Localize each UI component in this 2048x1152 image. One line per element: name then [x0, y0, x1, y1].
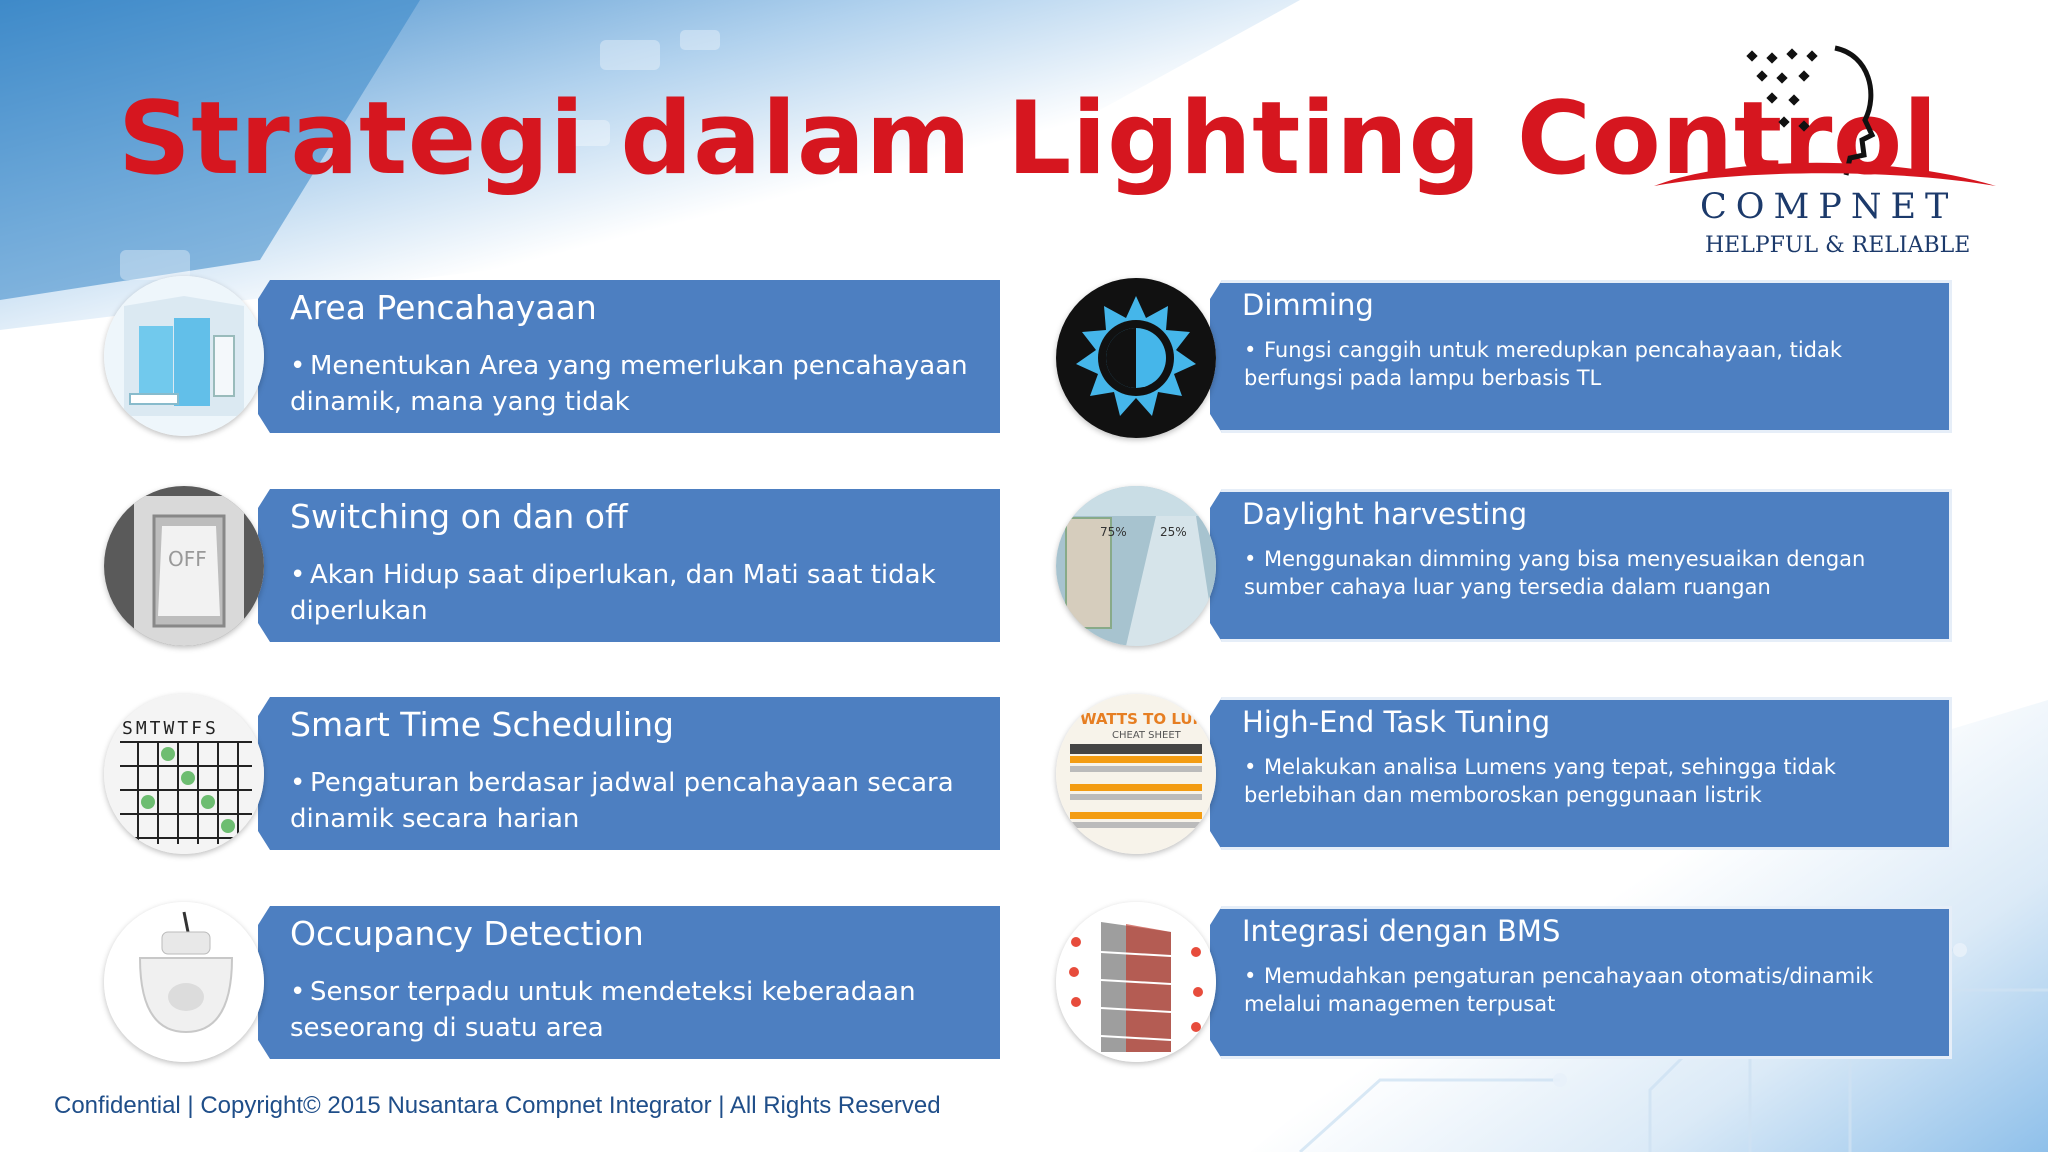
card-plate — [1210, 906, 1952, 1059]
card-title: Switching on dan off — [290, 497, 628, 536]
card-plate — [1210, 489, 1952, 642]
bullet-dot: • — [290, 560, 306, 590]
card-text: •Sensor terpadu untuk mendeteksi keberad… — [290, 974, 970, 1046]
svg-text:CHEAT SHEET: CHEAT SHEET — [1112, 730, 1182, 741]
footer-copyright: Confidential | Copyright© 2015 Nusantara… — [54, 1092, 941, 1119]
svg-text:25%: 25% — [1160, 525, 1187, 539]
bullet-dot: • — [1244, 338, 1257, 362]
bathroom-room-icon — [104, 276, 264, 436]
brightness-icon — [1056, 278, 1216, 438]
light-switch-icon: OFF — [104, 486, 264, 646]
compnet-logo: COMPNET HELPFUL & RELIABLE — [1650, 40, 2000, 270]
slide-title: Strategi dalam Lighting Control — [118, 79, 1938, 197]
card-title: Smart Time Scheduling — [290, 705, 674, 744]
card-dimming: Dimming •Fungsi canggih untuk meredupkan… — [1182, 280, 1952, 433]
card-title: Integrasi dengan BMS — [1242, 914, 1561, 948]
card-title: High-End Task Tuning — [1242, 705, 1551, 739]
card-title: Occupancy Detection — [290, 914, 644, 953]
card-occupancy: Occupancy Detection •Sensor terpadu untu… — [230, 906, 1000, 1059]
bullet-dot: • — [290, 768, 306, 798]
card-title: Dimming — [1242, 288, 1374, 322]
bullet-dot: • — [1244, 755, 1257, 779]
card-text: •Menentukan Area yang memerlukan pencaha… — [290, 348, 970, 420]
card-text: •Pengaturan berdasar jadwal pencahayaan … — [290, 765, 970, 837]
svg-text:OFF: OFF — [168, 547, 207, 571]
card-task-tuning: High-End Task Tuning •Melakukan analisa … — [1182, 697, 1952, 850]
card-plate — [258, 280, 1000, 433]
card-area-pencahayaan: Area Pencahayaan •Menentukan Area yang m… — [230, 280, 1000, 433]
card-text: •Memudahkan pengaturan pencahayaan otoma… — [1244, 964, 1874, 1016]
card-text: •Akan Hidup saat diperlukan, dan Mati sa… — [290, 557, 970, 629]
calendar-icon: SMTWTFS — [104, 694, 264, 854]
card-title: Area Pencahayaan — [290, 288, 597, 327]
card-text: •Fungsi canggih untuk meredupkan pencaha… — [1244, 338, 1843, 390]
motion-sensor-icon — [104, 902, 264, 1062]
brand-tagline: HELPFUL & RELIABLE — [1705, 233, 1971, 258]
brand-name: COMPNET — [1700, 187, 1958, 227]
logo-head-icon — [1654, 45, 1996, 186]
card-daylight: Daylight harvesting •Menggunakan dimming… — [1182, 489, 1952, 642]
card-plate — [258, 489, 1000, 642]
bullet-dot: • — [290, 977, 306, 1007]
building-bms-icon — [1056, 902, 1216, 1062]
card-text: •Menggunakan dimming yang bisa menyesuai… — [1244, 547, 1866, 599]
svg-text:75%: 75% — [1100, 525, 1127, 539]
bullet-dot: • — [1244, 964, 1257, 988]
card-switching: Switching on dan off •Akan Hidup saat di… — [230, 489, 1000, 642]
card-scheduling: Smart Time Scheduling •Pengaturan berdas… — [230, 697, 1000, 850]
card-plate — [258, 697, 1000, 850]
svg-text:WATTS TO LUMENS: WATTS TO LUMENS — [1080, 710, 1216, 728]
card-plate — [1210, 697, 1952, 850]
bullet-dot: • — [1244, 547, 1257, 571]
card-text: •Melakukan analisa Lumens yang tepat, se… — [1244, 755, 1836, 807]
card-title: Daylight harvesting — [1242, 497, 1528, 531]
svg-text:SMTWTFS: SMTWTFS — [122, 718, 219, 739]
card-plate — [258, 906, 1000, 1059]
lumens-chart-icon: WATTS TO LUMENS CHEAT SHEET — [1056, 694, 1216, 854]
daylight-room-icon: 75% 25% — [1056, 486, 1216, 646]
card-bms: Integrasi dengan BMS •Memudahkan pengatu… — [1182, 906, 1952, 1059]
card-plate — [1210, 280, 1952, 433]
bullet-dot: • — [290, 351, 306, 381]
